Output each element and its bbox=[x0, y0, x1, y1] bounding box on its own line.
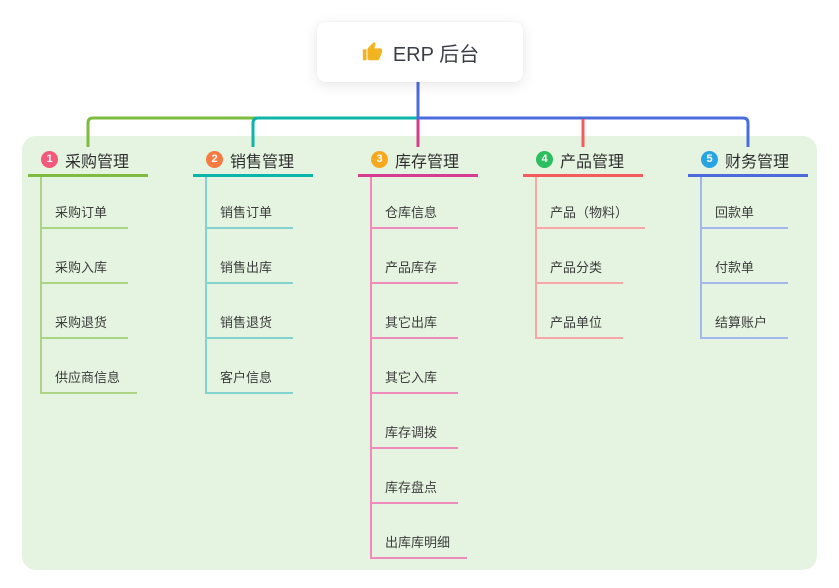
child-node[interactable]: 产品分类 bbox=[537, 229, 623, 284]
child-node[interactable]: 回款单 bbox=[702, 177, 788, 229]
branch-node-label: 销售管理 bbox=[230, 153, 295, 171]
branch-node-label: 产品管理 bbox=[560, 153, 625, 171]
child-node[interactable]: 仓库信息 bbox=[372, 177, 458, 229]
root-node[interactable]: ERP 后台 bbox=[317, 22, 523, 82]
child-node[interactable]: 结算账户 bbox=[702, 284, 788, 339]
child-node[interactable]: 采购退货 bbox=[42, 284, 128, 339]
thumbs-up-path bbox=[362, 41, 382, 61]
branch-node-label: 采购管理 bbox=[65, 153, 130, 171]
child-node[interactable]: 产品库存 bbox=[372, 229, 458, 284]
branch-column: 5 财务管理回款单付款单结算账户 bbox=[688, 145, 808, 339]
child-node[interactable]: 出库库明细 bbox=[372, 504, 468, 559]
child-node[interactable]: 客户信息 bbox=[207, 339, 293, 394]
branch-children: 销售订单销售出库销售退货客户信息 bbox=[205, 177, 293, 394]
child-node[interactable]: 付款单 bbox=[702, 229, 788, 284]
branch-column: 1 采购管理采购订单采购入库采购退货供应商信息 bbox=[28, 145, 148, 394]
child-node[interactable]: 其它入库 bbox=[372, 339, 458, 394]
branch-number-badge: 3 bbox=[371, 151, 388, 168]
branch-node[interactable]: 1 采购管理 bbox=[28, 145, 148, 177]
child-node[interactable]: 采购订单 bbox=[42, 177, 128, 229]
branch-number-badge: 2 bbox=[206, 151, 223, 168]
child-node[interactable]: 采购入库 bbox=[42, 229, 128, 284]
child-node[interactable]: 产品单位 bbox=[537, 284, 623, 339]
child-node[interactable]: 其它出库 bbox=[372, 284, 458, 339]
mindmap-canvas bbox=[22, 136, 817, 570]
child-node[interactable]: 供应商信息 bbox=[42, 339, 138, 394]
branch-children: 仓库信息产品库存其它出库其它入库库存调拨库存盘点出库库明细 bbox=[370, 177, 468, 559]
branch-children: 采购订单采购入库采购退货供应商信息 bbox=[40, 177, 138, 394]
child-node[interactable]: 库存调拨 bbox=[372, 394, 458, 449]
branch-children: 产品（物料）产品分类产品单位 bbox=[535, 177, 646, 339]
branch-number-badge: 5 bbox=[701, 151, 718, 168]
child-node[interactable]: 销售退货 bbox=[207, 284, 293, 339]
branch-node[interactable]: 5 财务管理 bbox=[688, 145, 808, 177]
branch-column: 2 销售管理销售订单销售出库销售退货客户信息 bbox=[193, 145, 313, 394]
branch-column: 3 库存管理仓库信息产品库存其它出库其它入库库存调拨库存盘点出库库明细 bbox=[358, 145, 478, 559]
thumbs-up-icon bbox=[362, 41, 382, 61]
child-node[interactable]: 产品（物料） bbox=[537, 177, 646, 229]
branch-number-badge: 1 bbox=[41, 151, 58, 168]
child-node[interactable]: 库存盘点 bbox=[372, 449, 458, 504]
branch-node-label: 财务管理 bbox=[725, 153, 790, 171]
branch-node-label: 库存管理 bbox=[395, 153, 460, 171]
branch-number-badge: 4 bbox=[536, 151, 553, 168]
branch-node[interactable]: 4 产品管理 bbox=[523, 145, 643, 177]
branch-children: 回款单付款单结算账户 bbox=[700, 177, 788, 339]
branch-node[interactable]: 3 库存管理 bbox=[358, 145, 478, 177]
branch-column: 4 产品管理产品（物料）产品分类产品单位 bbox=[523, 145, 646, 339]
child-node[interactable]: 销售订单 bbox=[207, 177, 293, 229]
branch-node[interactable]: 2 销售管理 bbox=[193, 145, 313, 177]
root-node-label: ERP 后台 bbox=[392, 43, 480, 66]
child-node[interactable]: 销售出库 bbox=[207, 229, 293, 284]
